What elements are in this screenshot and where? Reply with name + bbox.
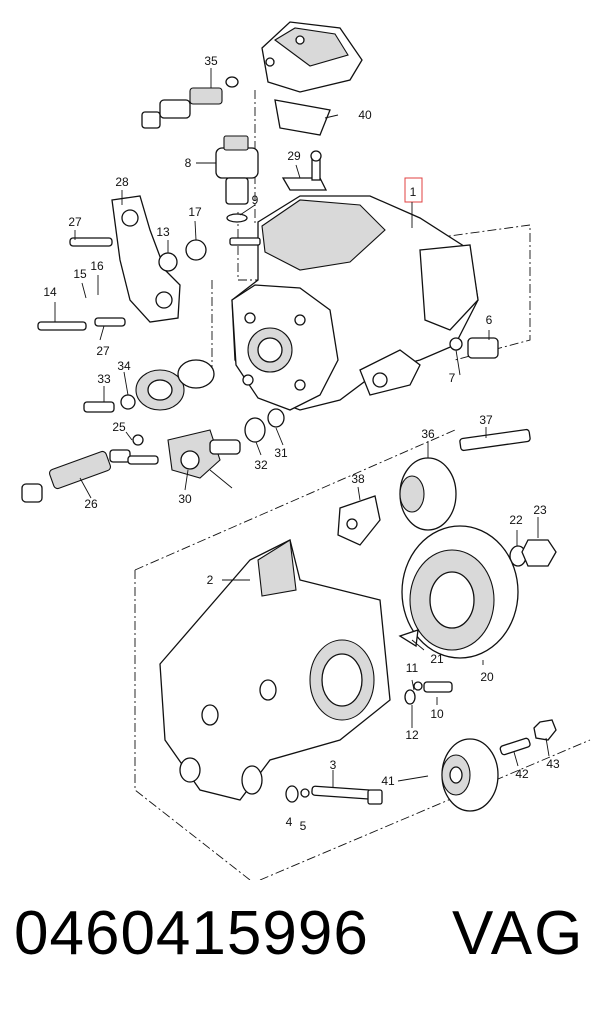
callout-12: 12 xyxy=(405,728,419,742)
exploded-parts-diagram: 1 2 3 4 5 6 7 8 9 10 11 12 13 14 15 16 1… xyxy=(21,21,591,880)
bracket-29 xyxy=(281,150,328,191)
frame-lines xyxy=(134,90,591,880)
callout-3: 3 xyxy=(330,758,337,772)
callout-20: 20 xyxy=(480,670,494,684)
callout-34: 34 xyxy=(117,359,131,373)
solenoid-valve-8 xyxy=(215,135,259,223)
callout-27-bottom: 27 xyxy=(96,344,110,358)
callout-2: 2 xyxy=(207,573,214,587)
callout-27-top: 27 xyxy=(68,215,82,229)
callout-37: 37 xyxy=(479,413,493,427)
sensor-30 xyxy=(127,429,241,489)
injection-pump-body xyxy=(231,195,479,411)
brand-name: VAG xyxy=(452,899,585,968)
callout-4: 4 xyxy=(286,815,293,829)
callout-8: 8 xyxy=(185,156,192,170)
callout-25: 25 xyxy=(112,420,126,434)
callout-38: 38 xyxy=(351,472,365,486)
callout-36: 36 xyxy=(421,427,435,441)
callout-23: 23 xyxy=(533,503,547,517)
callout-21: 21 xyxy=(430,652,444,666)
callout-14: 14 xyxy=(43,285,57,299)
callout-7: 7 xyxy=(449,371,456,385)
idler-pulley-41 xyxy=(441,738,499,812)
callout-5: 5 xyxy=(300,819,307,833)
callout-35: 35 xyxy=(204,54,218,68)
bolt-10-11-12 xyxy=(404,681,453,705)
callout-10: 10 xyxy=(430,707,444,721)
callout-16: 16 xyxy=(90,259,104,273)
callout-26: 26 xyxy=(84,497,98,511)
callout-17: 17 xyxy=(188,205,202,219)
callout-6: 6 xyxy=(486,313,493,327)
pump-top-cover xyxy=(261,21,363,136)
toothed-sprocket-20 xyxy=(398,525,519,659)
callout-31: 31 xyxy=(274,446,288,460)
leader-lines xyxy=(54,68,550,788)
screw-fitting-35 xyxy=(141,76,239,129)
callout-43: 43 xyxy=(546,757,560,771)
callout-40: 40 xyxy=(358,108,372,122)
fitting-13-17 xyxy=(158,237,261,272)
tensioner-pulley-36 xyxy=(399,428,531,531)
lever-38 xyxy=(337,495,381,546)
callout-29: 29 xyxy=(287,149,301,163)
screw-6-7 xyxy=(449,337,499,359)
bracket-28 xyxy=(37,195,181,331)
callout-11: 11 xyxy=(406,661,419,675)
callout-13: 13 xyxy=(156,225,170,239)
callout-highlight-1 xyxy=(404,177,423,203)
cold-start-unit-34 xyxy=(83,359,215,413)
pipe-union-26 xyxy=(21,434,144,503)
bolt-3-4-5 xyxy=(285,785,383,805)
callout-9: 9 xyxy=(252,193,259,207)
mounting-bracket-2 xyxy=(159,539,391,801)
callout-33: 33 xyxy=(97,372,111,386)
callout-32: 32 xyxy=(254,458,268,472)
callout-30: 30 xyxy=(178,492,192,506)
callout-28: 28 xyxy=(115,175,129,189)
bolt-nut-42-43 xyxy=(499,719,557,756)
seal-rings-31-32 xyxy=(244,408,285,443)
part-number: 0460415996 xyxy=(14,899,369,968)
nut-washer-22-23 xyxy=(509,539,557,567)
callout-41: 41 xyxy=(381,774,395,788)
callout-labels: 1 2 3 4 5 6 7 8 9 10 11 12 13 14 15 16 1… xyxy=(43,54,560,833)
callout-15: 15 xyxy=(73,267,87,281)
callout-22: 22 xyxy=(509,513,523,527)
callout-1: 1 xyxy=(410,185,417,199)
callout-42: 42 xyxy=(515,767,529,781)
